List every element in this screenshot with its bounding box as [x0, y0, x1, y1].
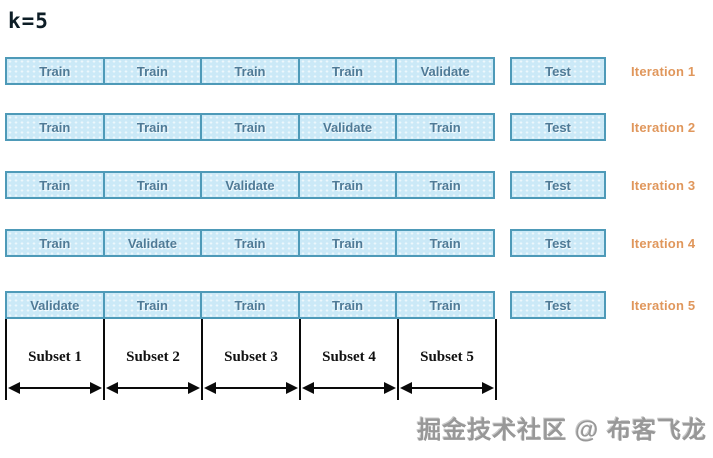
- iteration-row-3: Train Train Validate Train Train Test It…: [0, 171, 713, 199]
- test-box: Test: [510, 57, 606, 85]
- fold-cell: Train: [395, 173, 493, 197]
- subset-label: Subset 2: [126, 349, 180, 365]
- arrow-right-head-icon: [384, 382, 396, 394]
- fold-cell: Train: [102, 293, 201, 317]
- fold-cell: Train: [200, 59, 298, 83]
- arrow-line: [20, 387, 90, 389]
- subset-label: Subset 1: [28, 349, 82, 365]
- fold-cell: Train: [297, 59, 396, 83]
- subset-segment-4: Subset 4: [299, 319, 397, 400]
- watermark-text: 掘金技术社区 @ 布客飞龙: [417, 417, 707, 444]
- double-arrow: [301, 382, 397, 394]
- arrow-left-head-icon: [204, 382, 216, 394]
- fold-cell: Train: [7, 173, 103, 197]
- double-arrow: [399, 382, 495, 394]
- arrow-left-head-icon: [8, 382, 20, 394]
- fold-cell-validate: Validate: [7, 293, 103, 317]
- arrow-right-head-icon: [90, 382, 102, 394]
- arrow-line: [216, 387, 286, 389]
- fold-cell-validate: Validate: [395, 59, 493, 83]
- test-box: Test: [510, 291, 606, 319]
- double-arrow: [7, 382, 103, 394]
- subset-label: Subset 4: [322, 349, 376, 365]
- arrow-right-head-icon: [286, 382, 298, 394]
- subset-segment-2: Subset 2: [103, 319, 201, 400]
- double-arrow: [105, 382, 201, 394]
- fold-cell: Train: [200, 115, 298, 139]
- fold-cell: Train: [395, 115, 493, 139]
- iteration-row-2: Train Train Train Validate Train Test It…: [0, 113, 713, 141]
- iteration-row-4: Train Validate Train Train Train Test It…: [0, 229, 713, 257]
- test-box: Test: [510, 113, 606, 141]
- fold-cell: Train: [297, 231, 396, 255]
- fold-cell: Train: [200, 293, 298, 317]
- test-box: Test: [510, 171, 606, 199]
- fold-cell: Train: [7, 59, 103, 83]
- fold-cell: Train: [102, 115, 201, 139]
- double-arrow: [203, 382, 299, 394]
- fold-cell: Train: [102, 59, 201, 83]
- fold-cell: Train: [7, 231, 103, 255]
- fold-cells: Train Train Train Train Validate: [5, 57, 495, 85]
- arrow-right-head-icon: [482, 382, 494, 394]
- arrow-left-head-icon: [106, 382, 118, 394]
- iteration-label: Iteration 1: [631, 63, 696, 79]
- fold-cells: Train Validate Train Train Train: [5, 229, 495, 257]
- arrow-left-head-icon: [400, 382, 412, 394]
- fold-cell-validate: Validate: [200, 173, 298, 197]
- iteration-label: Iteration 5: [631, 297, 696, 313]
- subset-band: Subset 1 Subset 2 Subset 3 Su: [5, 319, 497, 400]
- arrow-line: [412, 387, 482, 389]
- arrow-left-head-icon: [302, 382, 314, 394]
- k-value-title: k=5: [8, 9, 49, 33]
- fold-cell: Train: [7, 115, 103, 139]
- fold-cell-validate: Validate: [297, 115, 396, 139]
- arrow-line: [118, 387, 188, 389]
- subset-divider-end: [495, 319, 497, 400]
- subset-segment-3: Subset 3: [201, 319, 299, 400]
- test-box: Test: [510, 229, 606, 257]
- arrow-line: [314, 387, 384, 389]
- fold-cells: Train Train Train Validate Train: [5, 113, 495, 141]
- iteration-label: Iteration 2: [631, 119, 696, 135]
- fold-cell: Train: [395, 293, 493, 317]
- subset-segment-5: Subset 5: [397, 319, 495, 400]
- fold-cell: Train: [395, 231, 493, 255]
- iteration-label: Iteration 4: [631, 235, 696, 251]
- arrow-right-head-icon: [188, 382, 200, 394]
- fold-cell: Train: [200, 231, 298, 255]
- iteration-row-5: Validate Train Train Train Train Test It…: [0, 291, 713, 319]
- subset-label: Subset 5: [420, 349, 474, 365]
- fold-cell-validate: Validate: [102, 231, 201, 255]
- subset-segment-1: Subset 1: [5, 319, 103, 400]
- iteration-row-1: Train Train Train Train Validate Test It…: [0, 57, 713, 85]
- iteration-label: Iteration 3: [631, 177, 696, 193]
- fold-cells: Validate Train Train Train Train: [5, 291, 495, 319]
- fold-cell: Train: [102, 173, 201, 197]
- subset-label: Subset 3: [224, 349, 278, 365]
- fold-cell: Train: [297, 293, 396, 317]
- fold-cell: Train: [297, 173, 396, 197]
- fold-cells: Train Train Validate Train Train: [5, 171, 495, 199]
